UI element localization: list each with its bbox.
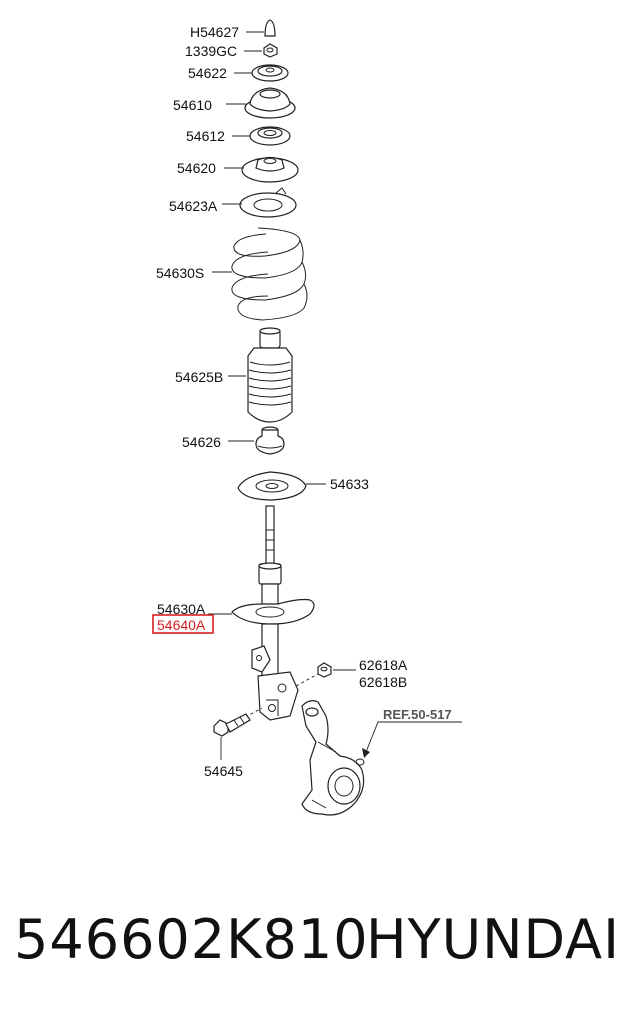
label-group-54630a: 54630A	[157, 601, 232, 617]
bearing-54612: 54612	[186, 126, 291, 146]
label-54623a: 54623A	[169, 198, 218, 214]
label-54622: 54622	[188, 65, 227, 81]
coil-spring-54630s: 54630S	[156, 227, 308, 321]
nut-62618: 62618A 62618B	[317, 657, 408, 690]
label-54612: 54612	[186, 128, 225, 144]
label-54610: 54610	[173, 97, 212, 113]
lower-pad-54633: 54633	[237, 471, 369, 501]
strut-assembly	[231, 505, 319, 721]
label-h54627: H54627	[190, 24, 239, 40]
label-62618a: 62618A	[359, 657, 408, 673]
footer: 546602K810 HYUNDAI	[0, 900, 620, 980]
steering-knuckle: REF.50-517	[301, 700, 462, 816]
label-54640a: 54640A	[157, 617, 206, 633]
part-number: 546602K810	[14, 908, 369, 971]
label-group-54640a: 54640A	[152, 614, 214, 634]
highlight-box	[152, 614, 214, 634]
label-1339gc: 1339GC	[185, 43, 237, 59]
spring-seat-54620: 54620	[177, 156, 299, 183]
insulator-54610: 54610	[173, 87, 296, 119]
label-54645: 54645	[204, 763, 243, 779]
label-54630s: 54630S	[156, 265, 204, 281]
ref-label: REF.50-517	[383, 707, 452, 722]
cap-h54627: H54627	[190, 19, 276, 40]
label-54620: 54620	[177, 160, 216, 176]
bolt-54645: 54645	[204, 713, 251, 779]
washer-54622: 54622	[188, 64, 289, 82]
label-62618b: 62618B	[359, 674, 407, 690]
label-54626: 54626	[182, 434, 221, 450]
dust-boot-54625b: 54625B	[175, 327, 293, 423]
suspension-exploded-diagram: H54627 1339GC 54622 54610 54612 546	[152, 19, 462, 816]
bump-stopper-54626: 54626	[182, 426, 285, 455]
nut-1339gc: 1339GC	[185, 43, 278, 59]
label-54625b: 54625B	[175, 369, 223, 385]
brand-name: HYUNDAI	[366, 908, 620, 971]
upper-pad-54623a: 54623A	[169, 187, 297, 218]
label-54633: 54633	[330, 476, 369, 492]
label-54630a: 54630A	[157, 601, 206, 617]
